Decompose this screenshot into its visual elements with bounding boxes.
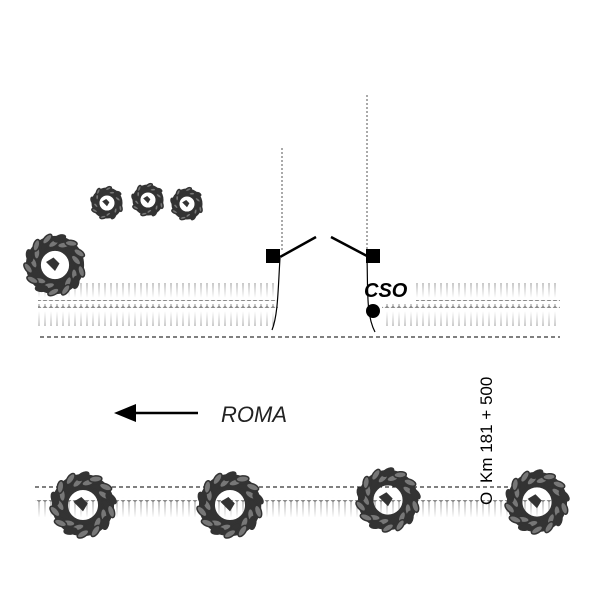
tree-icon	[23, 233, 86, 297]
milestone-label: Km 181 + 500	[477, 377, 496, 483]
gate-icon	[266, 235, 380, 333]
tree-icon	[49, 471, 117, 539]
tree-icon	[504, 469, 570, 535]
cso-label: CSO	[364, 280, 408, 302]
milestone-marker: O	[477, 492, 496, 505]
hedge-upper-left	[38, 283, 278, 326]
direction-label: ROMA	[221, 402, 287, 427]
hedge-lower	[35, 497, 565, 517]
hedge-upper-right	[382, 283, 560, 326]
gate-post-left	[266, 249, 280, 263]
tree-icon	[196, 471, 264, 539]
gate-leaf-left	[279, 235, 317, 259]
tree-icon	[131, 182, 164, 217]
tree-icon	[90, 185, 123, 220]
dot-icon	[366, 304, 380, 318]
tree-icon	[170, 186, 203, 221]
tree-icon	[355, 467, 421, 533]
gate-post-right	[366, 249, 380, 263]
arrow-left-icon	[114, 404, 198, 422]
gate-leaf-right	[330, 235, 368, 258]
